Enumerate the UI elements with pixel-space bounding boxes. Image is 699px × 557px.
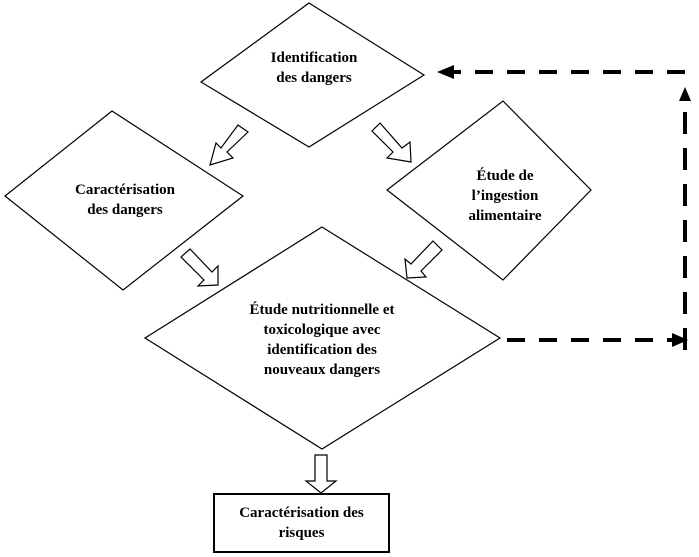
- arrow-identification-to-ingestion: [371, 122, 412, 163]
- node-caracterisation-risques-label: Caractérisation des risques: [239, 505, 364, 541]
- arrowhead-left-icon: [437, 65, 454, 79]
- node-identification-dangers-label: Identification des dangers: [270, 50, 358, 86]
- arrow-nutritionnelle-to-risques: [304, 454, 338, 494]
- arrowhead-up-icon: [679, 87, 691, 101]
- block-arrow-icon: [304, 454, 338, 494]
- node-caracterisation-risques-shape: [213, 493, 390, 553]
- block-arrow-icon: [180, 248, 219, 287]
- arrow-identification-to-caracterisation: [209, 124, 249, 166]
- node-etude-ingestion-label: Étude de l’ingestion alimentaire: [468, 168, 542, 224]
- node-etude-nutritionnelle-label: Étude nutritionnelle et toxicologique av…: [249, 302, 395, 378]
- node-caracterisation-dangers-shape: [4, 110, 245, 291]
- block-arrow-icon: [371, 122, 412, 163]
- block-arrow-icon: [404, 240, 443, 279]
- block-arrow-icon: [209, 124, 249, 166]
- feedback-loop: [437, 65, 691, 350]
- arrow-ingestion-to-nutritionnelle: [404, 240, 443, 279]
- node-etude-nutritionnelle-shape: [143, 226, 502, 450]
- arrow-caracterisation-to-nutritionnelle: [180, 248, 219, 287]
- arrowhead-right-icon: [672, 333, 688, 347]
- node-etude-ingestion-shape: [386, 100, 592, 281]
- node-identification-dangers-shape: [199, 2, 426, 148]
- node-caracterisation-dangers-label: Caractérisation des dangers: [75, 182, 175, 218]
